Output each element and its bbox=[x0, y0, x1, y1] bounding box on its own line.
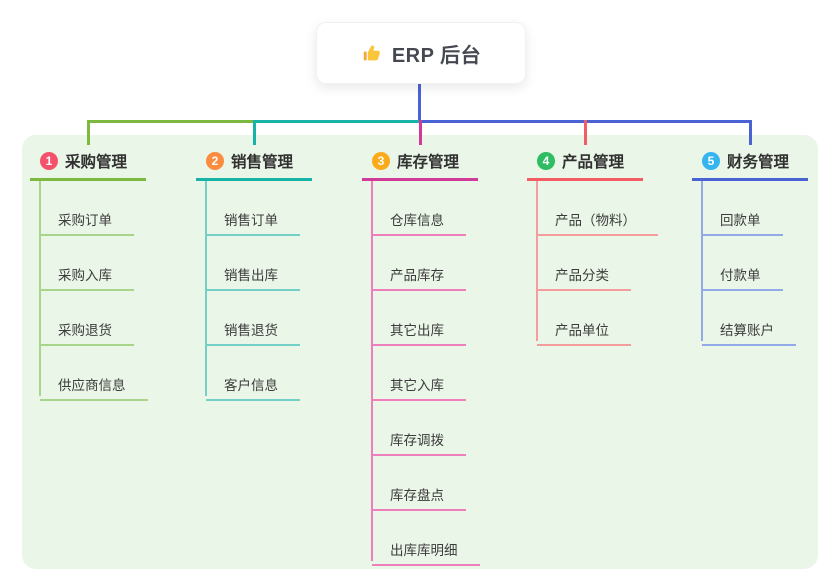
node-label: 销售出库 bbox=[224, 268, 278, 283]
bus-segment-line bbox=[252, 120, 422, 123]
branch-badge-icon: 5 bbox=[702, 152, 720, 170]
branch-node-3[interactable]: 3 库存管理 bbox=[362, 144, 478, 181]
mindmap-node[interactable]: 库存盘点 bbox=[372, 474, 466, 511]
children-connector-line bbox=[701, 181, 703, 341]
mindmap-node[interactable]: 其它入库 bbox=[372, 364, 466, 401]
branch-node-5[interactable]: 5 财务管理 bbox=[692, 144, 808, 181]
bus-segment-line bbox=[86, 120, 256, 123]
root-node[interactable]: ERP 后台 bbox=[316, 22, 526, 84]
children-connector-line bbox=[39, 181, 41, 396]
node-label: 结算账户 bbox=[720, 323, 774, 338]
mindmap-node[interactable]: 结算账户 bbox=[702, 309, 796, 346]
node-label: 其它出库 bbox=[390, 323, 444, 338]
branch-drop-line bbox=[583, 120, 587, 145]
mindmap-node[interactable]: 产品库存 bbox=[372, 254, 466, 291]
branch-node-1[interactable]: 1 采购管理 bbox=[30, 144, 146, 181]
thumbs-up-icon bbox=[361, 42, 383, 64]
branch-drop-line bbox=[252, 120, 256, 145]
mindmap-node[interactable]: 采购退货 bbox=[40, 309, 134, 346]
node-label: 销售退货 bbox=[224, 323, 278, 338]
node-label: 供应商信息 bbox=[58, 378, 126, 393]
branch-badge-icon: 1 bbox=[40, 152, 58, 170]
mindmap-node[interactable]: 付款单 bbox=[702, 254, 783, 291]
root-node-label: ERP 后台 bbox=[391, 44, 482, 67]
mindmap-node[interactable]: 销售退货 bbox=[206, 309, 300, 346]
mindmap-node[interactable]: 产品单位 bbox=[537, 309, 631, 346]
mindmap-node[interactable]: 销售出库 bbox=[206, 254, 300, 291]
branch-drop-line bbox=[748, 120, 752, 145]
node-label: 产品单位 bbox=[555, 323, 609, 338]
node-label: 库存盘点 bbox=[390, 488, 444, 503]
node-label: 客户信息 bbox=[224, 378, 278, 393]
mindmap-node[interactable]: 回款单 bbox=[702, 199, 783, 236]
node-label: 产品分类 bbox=[555, 268, 609, 283]
branch-badge-icon: 4 bbox=[537, 152, 555, 170]
branch-label: 财务管理 bbox=[727, 154, 790, 171]
mindmap-node[interactable]: 供应商信息 bbox=[40, 364, 148, 401]
node-label: 回款单 bbox=[720, 213, 761, 228]
node-label: 采购入库 bbox=[58, 268, 112, 283]
branch-label: 库存管理 bbox=[397, 154, 460, 171]
branch-badge-icon: 3 bbox=[372, 152, 390, 170]
branch-node-4[interactable]: 4 产品管理 bbox=[527, 144, 643, 181]
children-connector-line bbox=[371, 181, 373, 561]
branch-drop-line bbox=[418, 120, 422, 145]
mindmap-node[interactable]: 出库库明细 bbox=[372, 529, 480, 566]
branch-drop-line bbox=[86, 120, 90, 145]
mindmap-node[interactable]: 产品分类 bbox=[537, 254, 631, 291]
mindmap-node[interactable]: 客户信息 bbox=[206, 364, 300, 401]
mindmap-background-panel bbox=[22, 135, 818, 569]
node-label: 库存调拨 bbox=[390, 433, 444, 448]
mindmap-node[interactable]: 采购订单 bbox=[40, 199, 134, 236]
mindmap-node[interactable]: 仓库信息 bbox=[372, 199, 466, 236]
branch-node-2[interactable]: 2 销售管理 bbox=[196, 144, 312, 181]
node-label: 采购订单 bbox=[58, 213, 112, 228]
mindmap-node[interactable]: 库存调拨 bbox=[372, 419, 466, 456]
branch-label: 销售管理 bbox=[231, 154, 294, 171]
branch-label: 采购管理 bbox=[65, 154, 128, 171]
branch-badge-icon: 2 bbox=[206, 152, 224, 170]
node-label: 出库库明细 bbox=[390, 543, 458, 558]
node-label: 付款单 bbox=[720, 268, 761, 283]
children-connector-line bbox=[536, 181, 538, 341]
mindmap-node[interactable]: 采购入库 bbox=[40, 254, 134, 291]
mindmap-node[interactable]: 产品（物料） bbox=[537, 199, 658, 236]
node-label: 产品库存 bbox=[390, 268, 444, 283]
node-label: 采购退货 bbox=[58, 323, 112, 338]
node-label: 产品（物料） bbox=[555, 213, 636, 228]
children-connector-line bbox=[205, 181, 207, 396]
mindmap-node[interactable]: 其它出库 bbox=[372, 309, 466, 346]
node-label: 其它入库 bbox=[390, 378, 444, 393]
node-label: 仓库信息 bbox=[390, 213, 444, 228]
branch-label: 产品管理 bbox=[562, 154, 625, 171]
mindmap-node[interactable]: 销售订单 bbox=[206, 199, 300, 236]
node-label: 销售订单 bbox=[224, 213, 278, 228]
root-connector-line bbox=[418, 82, 421, 123]
